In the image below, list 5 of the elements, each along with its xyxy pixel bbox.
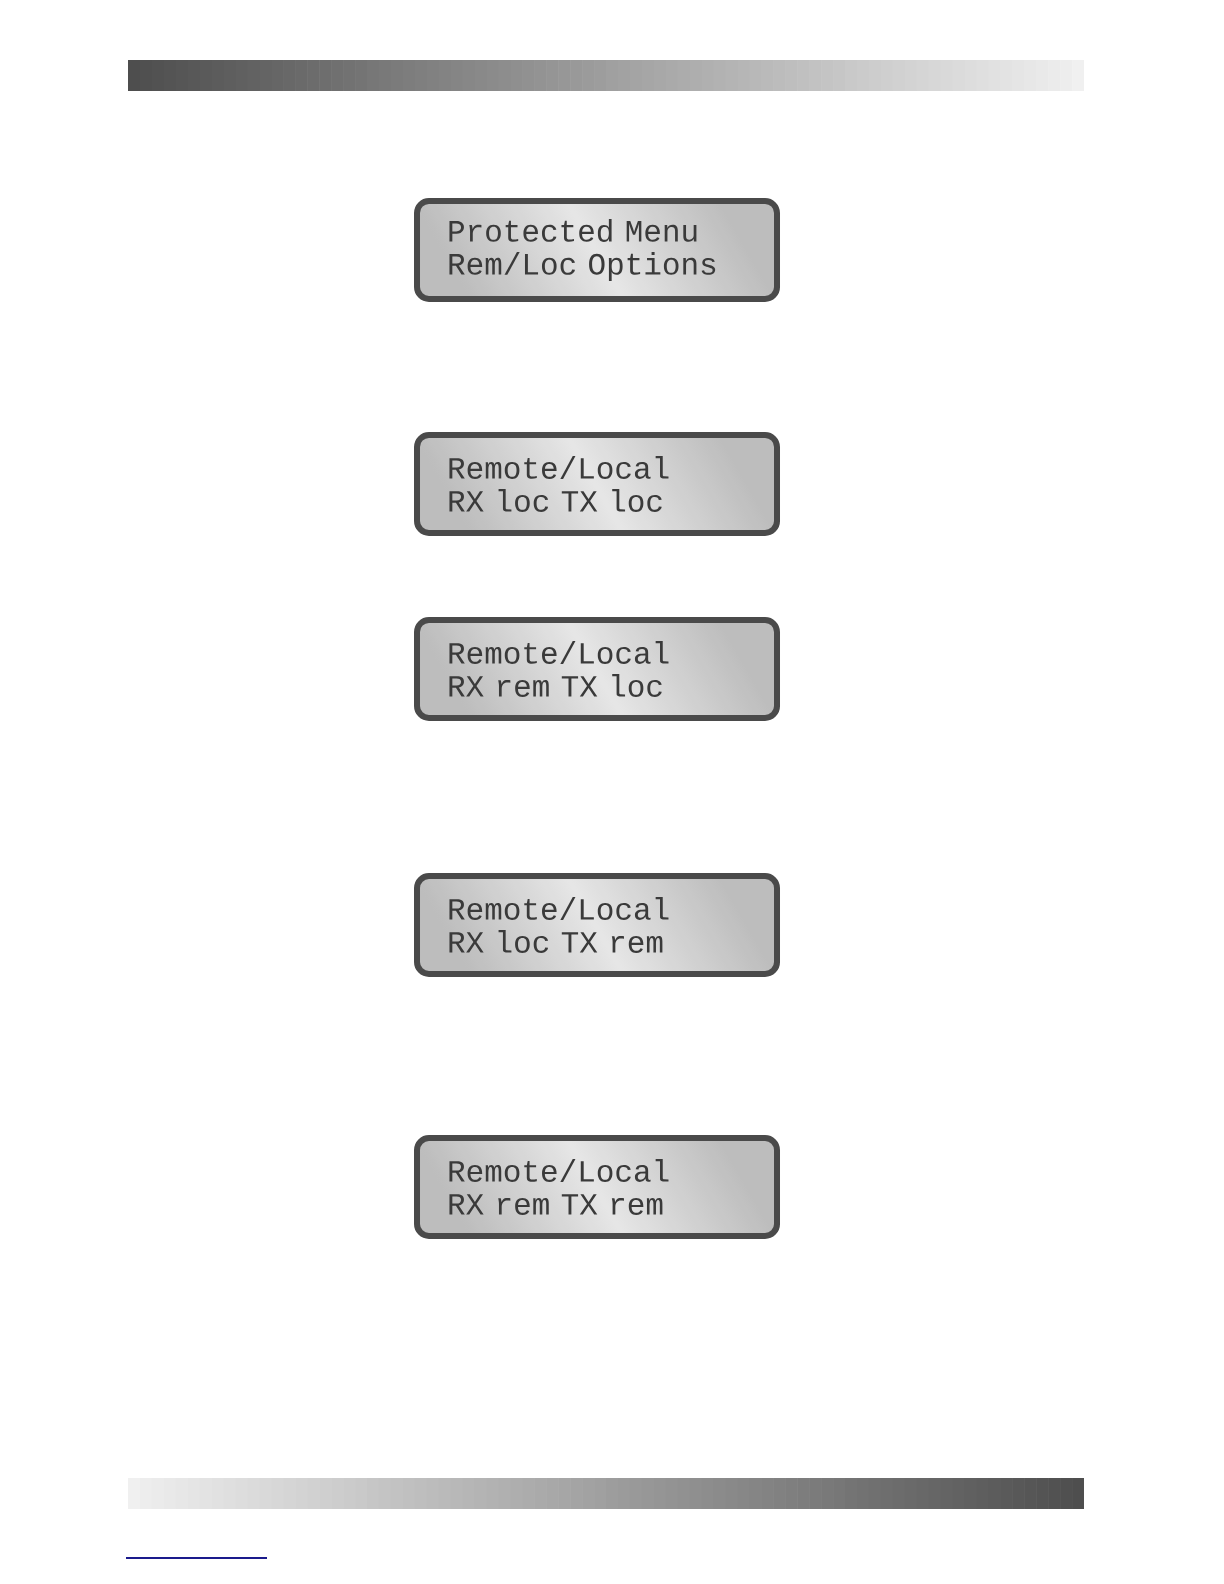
lcd-display: Remote/Local RX rem TX rem: [414, 1135, 780, 1239]
lcd-display: Remote/Local RX rem TX loc: [414, 617, 780, 721]
lcd-display: Protected Menu Rem/Loc Options: [414, 198, 780, 302]
lcd-display: Remote/Local RX loc TX loc: [414, 432, 780, 536]
lcd-display: Remote/Local RX loc TX rem: [414, 873, 780, 977]
